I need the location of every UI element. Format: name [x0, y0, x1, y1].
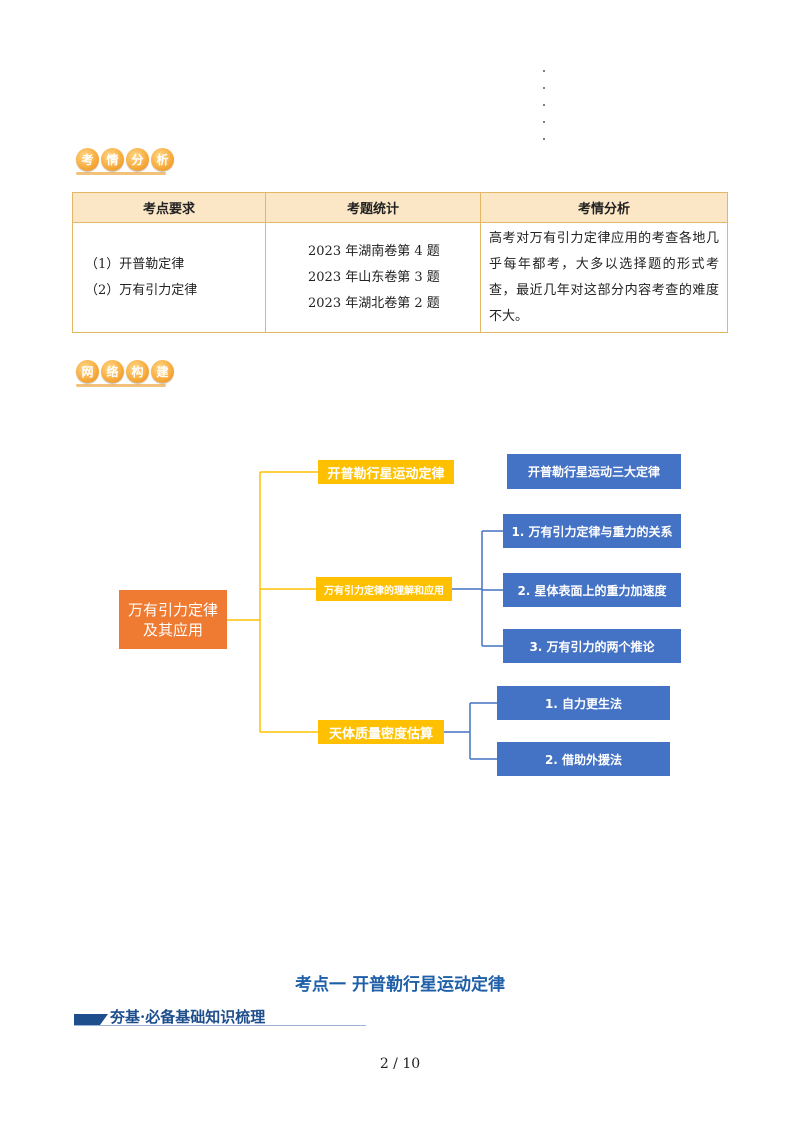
stats-cell: 2023 年湖南卷第 4 题 2023 年山东卷第 3 题 2023 年湖北卷第…: [265, 222, 481, 333]
badge-underline: [76, 172, 166, 175]
subsection-title: 夯基·必备基础知识梳理: [110, 1008, 266, 1026]
leaf-gravity-relation: 1. 万有引力定律与重力的关系: [503, 514, 681, 548]
table-header-row: 考点要求 考题统计 考情分析: [72, 192, 728, 223]
leaf-self-reliance: 1. 自力更生法: [497, 686, 670, 720]
badge-char: 构: [126, 360, 149, 383]
leaf-kepler-laws: 开普勒行星运动三大定律: [507, 454, 681, 489]
branch-gravitation: 万有引力定律的理解和应用: [316, 577, 452, 601]
subsection-band: 夯基·必备基础知识梳理: [74, 1006, 366, 1028]
badge-underline: [76, 384, 166, 387]
leaf-two-corollaries: 3. 万有引力的两个推论: [503, 629, 681, 663]
stat-item: 2023 年湖南卷第 4 题: [308, 243, 440, 259]
table-row: （1）开普勒定律 （2）万有引力定律 2023 年湖南卷第 4 题 2023 年…: [72, 222, 728, 333]
section-title: 考点一 开普勒行星运动定律: [295, 975, 505, 995]
leaf-surface-gravity: 2. 星体表面上的重力加速度: [503, 573, 681, 607]
requirement-item: （2）万有引力定律: [85, 282, 198, 298]
requirements-cell: （1）开普勒定律 （2）万有引力定律: [72, 222, 266, 333]
stat-item: 2023 年山东卷第 3 题: [308, 269, 440, 285]
stat-item: 2023 年湖北卷第 2 题: [308, 295, 440, 311]
band-triangle: [100, 1014, 108, 1025]
leaf-external-aid: 2. 借助外援法: [497, 742, 670, 776]
band-line: [74, 1025, 366, 1026]
branch-mass-density: 天体质量密度估算: [318, 720, 444, 744]
header-requirements: 考点要求: [72, 192, 266, 223]
exam-analysis-table: 考点要求 考题统计 考情分析 （1）开普勒定律 （2）万有引力定律 2023 年…: [72, 192, 728, 333]
badge-char: 情: [101, 148, 124, 171]
badge-char: 分: [126, 148, 149, 171]
margin-dots: [540, 70, 548, 155]
analysis-cell: 高考对万有引力定律应用的考查各地几乎每年都考，大多以选择题的形式考查，最近几年对…: [480, 222, 728, 333]
requirement-item: （1）开普勒定律: [85, 256, 185, 272]
mindmap-root: 万有引力定律及其应用: [119, 590, 227, 649]
badge-char: 网: [76, 360, 99, 383]
badge-char: 考: [76, 148, 99, 171]
page-number: 2 / 10: [379, 1056, 421, 1072]
badge-char: 析: [151, 148, 174, 171]
branch-kepler: 开普勒行星运动定律: [318, 460, 454, 484]
header-stats: 考题统计: [265, 192, 481, 223]
exam-analysis-badge: 考 情 分 析: [76, 148, 174, 171]
badge-char: 建: [151, 360, 174, 383]
badge-char: 络: [101, 360, 124, 383]
band-bar: [74, 1014, 100, 1025]
header-analysis: 考情分析: [480, 192, 728, 223]
network-badge: 网 络 构 建: [76, 360, 174, 383]
